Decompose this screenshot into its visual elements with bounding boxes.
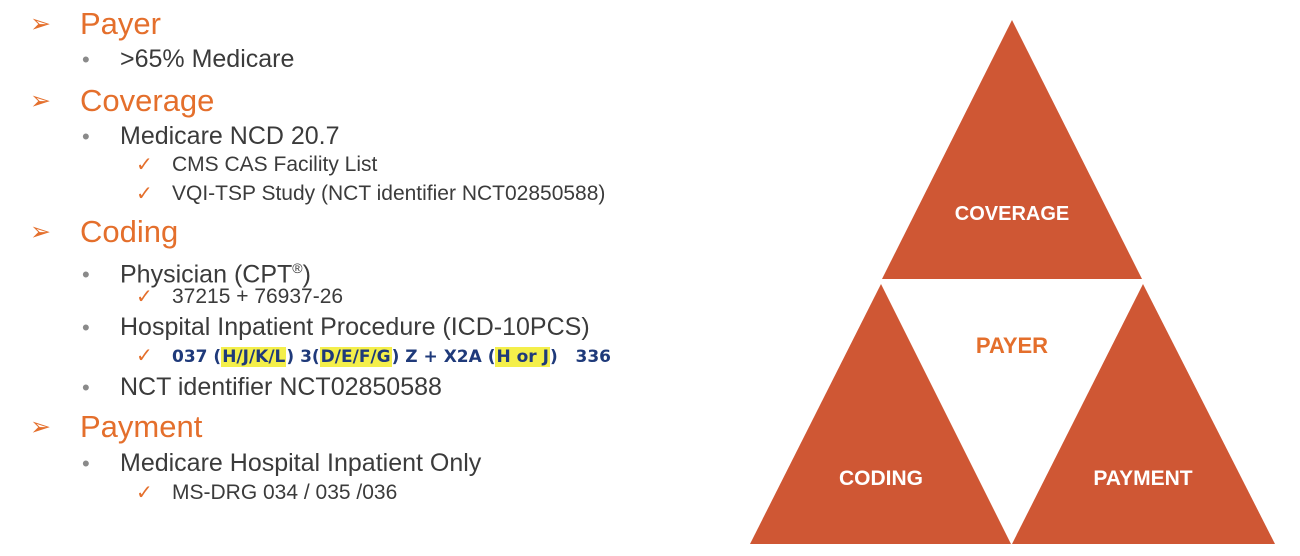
dot-bullet-icon: • [82, 47, 90, 72]
outline-panel: ➢ Payer • >65% Medicare ➢ Coverage • Medicar… [30, 6, 611, 506]
bullet-label: >65% Medicare [120, 45, 295, 73]
heading-payment-label: Payment [80, 409, 203, 444]
check-vqi-tsp: ✓ VQI-TSP Study (NCT identifier NCT028505… [136, 181, 605, 207]
checkmark-icon: ✓ [136, 482, 153, 504]
dot-bullet-icon: • [82, 262, 90, 288]
heading-coverage: ➢ Coverage [30, 83, 214, 119]
checkmark-icon: ✓ [136, 286, 153, 308]
check-cpt-codes: ✓ 37215 + 76937-26 [136, 284, 343, 310]
check-icd-code: ✓ 037 (H/J/K/L) 3(D/E/F/G) Z + X2A (H or … [136, 343, 611, 370]
dot-bullet-icon: • [82, 451, 90, 476]
highlight: D/E/F/G [319, 347, 392, 367]
bullet-label: Medicare NCD 20.7 [120, 122, 340, 150]
check-label: MS-DRG 034 / 035 /036 [172, 481, 398, 504]
triangle-payment [1012, 284, 1275, 544]
bullet-label: Medicare Hospital Inpatient Only [120, 449, 482, 477]
check-cms-cas: ✓ CMS CAS Facility List [136, 152, 377, 178]
heading-coding-label: Coding [80, 214, 179, 249]
check-label: CMS CAS Facility List [172, 153, 378, 176]
bullet-nct-identifier: • NCT identifier NCT02850588 [82, 372, 442, 403]
bullet-medicare-ncd: • Medicare NCD 20.7 [82, 121, 340, 152]
checkmark-icon: ✓ [136, 183, 153, 205]
bullet-hospital-inpatient-procedure: • Hospital Inpatient Procedure (ICD-10PCS… [82, 312, 590, 343]
heading-payer-label: Payer [80, 6, 161, 41]
bullet-payer-medicare: • >65% Medicare [82, 44, 294, 75]
label-coding: CODING [839, 467, 923, 490]
label-coverage: COVERAGE [955, 203, 1069, 225]
dot-bullet-icon: • [82, 375, 90, 400]
arrow-bullet-icon: ➢ [30, 87, 51, 115]
arrow-bullet-icon: ➢ [30, 413, 51, 441]
bullet-label: Hospital Inpatient Procedure (ICD-10PCS) [120, 313, 590, 341]
bullet-medicare-inpatient-only: • Medicare Hospital Inpatient Only [82, 448, 481, 479]
registered-mark: ® [292, 260, 303, 276]
bullet-label-close: ) [302, 260, 311, 289]
bullet-label: NCT identifier NCT02850588 [120, 373, 442, 401]
check-label: 37215 + 76937-26 [172, 285, 344, 308]
triangle-coding [750, 284, 1011, 544]
dot-bullet-icon: • [82, 315, 90, 340]
check-ms-drg: ✓ MS-DRG 034 / 035 /036 [136, 480, 397, 506]
arrow-bullet-icon: ➢ [30, 10, 51, 38]
heading-payer: ➢ Payer [30, 6, 161, 42]
icd-code-text: 037 (H/J/K/L) 3(D/E/F/G) Z + X2A (H or J… [172, 347, 611, 367]
checkmark-icon: ✓ [136, 345, 153, 367]
heading-payment: ➢ Payment [30, 409, 202, 445]
arrow-bullet-icon: ➢ [30, 218, 51, 246]
triforce-diagram: COVERAGE PAYER CODING PAYMENT [750, 20, 1275, 544]
bullet-physician: • Physician (CPT®) [82, 253, 311, 290]
highlight: H or J [495, 347, 550, 367]
label-payment: PAYMENT [1093, 467, 1192, 490]
highlight: H/J/K/L [221, 347, 287, 367]
heading-coverage-label: Coverage [80, 83, 215, 118]
label-payer: PAYER [976, 333, 1048, 358]
dot-bullet-icon: • [82, 124, 90, 149]
checkmark-icon: ✓ [136, 154, 153, 176]
triangle-coverage [882, 20, 1142, 279]
bullet-label: Physician (CPT [120, 260, 293, 289]
check-label: VQI-TSP Study (NCT identifier NCT0285058… [172, 182, 606, 205]
heading-coding: ➢ Coding [30, 214, 178, 250]
